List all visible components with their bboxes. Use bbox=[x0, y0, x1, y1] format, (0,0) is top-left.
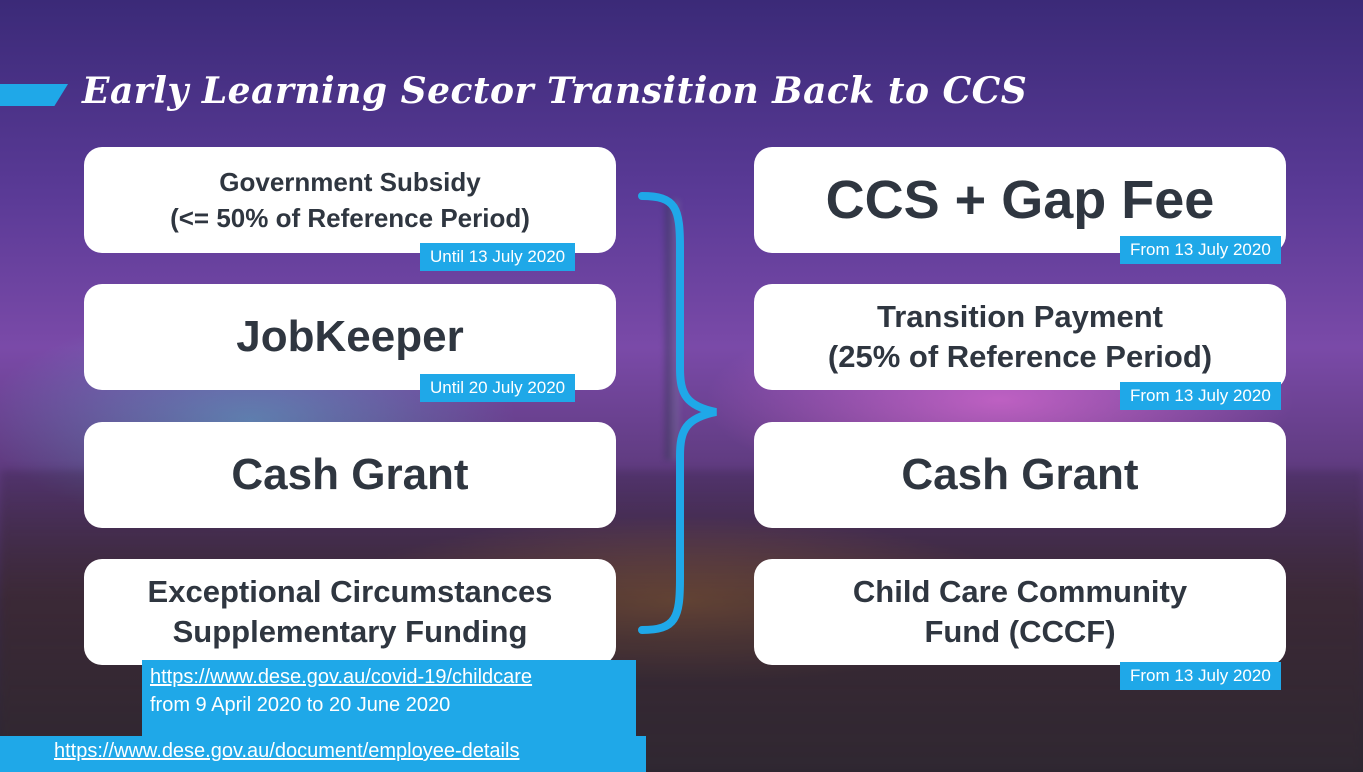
transition-line1: Transition Payment bbox=[877, 299, 1163, 334]
card-government-subsidy: Government Subsidy (<= 50% of Reference … bbox=[84, 147, 616, 253]
title-accent-bar bbox=[0, 84, 68, 106]
card-cccf: Child Care Community Fund (CCCF) bbox=[754, 559, 1286, 665]
subsidy-line1: Government Subsidy bbox=[219, 167, 481, 197]
card-cash-grant-left: Cash Grant bbox=[84, 422, 616, 528]
card-cash-grant-right: Cash Grant bbox=[754, 422, 1286, 528]
tag-cccf-from: From 13 July 2020 bbox=[1120, 662, 1281, 690]
exceptional-line1: Exceptional Circumstances bbox=[147, 574, 553, 609]
card-ccs-gap-fee: CCS + Gap Fee bbox=[754, 147, 1286, 253]
flagpole-background bbox=[665, 200, 679, 460]
childcare-link-box bbox=[142, 660, 636, 736]
cccf-line2: Fund (CCCF) bbox=[924, 614, 1116, 649]
tag-jobkeeper-until: Until 20 July 2020 bbox=[420, 374, 576, 402]
card-transition-payment: Transition Payment (25% of Reference Per… bbox=[754, 284, 1286, 390]
card-jobkeeper: JobKeeper bbox=[84, 284, 616, 390]
brace-path bbox=[638, 192, 717, 634]
subsidy-line2: (<= 50% of Reference Period) bbox=[170, 203, 530, 233]
tag-transition-from: From 13 July 2020 bbox=[1120, 382, 1281, 410]
employee-link-box bbox=[0, 736, 646, 772]
jobkeeper-label: JobKeeper bbox=[236, 312, 464, 361]
curly-brace bbox=[638, 192, 717, 634]
cash-grant-left-label: Cash Grant bbox=[231, 450, 469, 499]
exceptional-line2: Supplementary Funding bbox=[172, 614, 528, 649]
childcare-link[interactable]: https://www.dese.gov.au/covid-19/childca… bbox=[150, 666, 533, 688]
transition-line2: (25% of Reference Period) bbox=[827, 339, 1213, 374]
card-exceptional-circumstances: Exceptional Circumstances Supplementary … bbox=[84, 559, 616, 665]
childcare-dates: from 9 April 2020 to 20 June 2020 bbox=[150, 694, 451, 716]
employee-details-link[interactable]: https://www.dese.gov.au/document/employe… bbox=[54, 740, 520, 762]
slide-title: Early Learning Sector Transition Back to… bbox=[82, 70, 1028, 112]
ccs-gap-label: CCS + Gap Fee bbox=[825, 170, 1215, 230]
tag-subsidy-until: Until 13 July 2020 bbox=[420, 243, 576, 271]
cash-grant-right-label: Cash Grant bbox=[901, 450, 1139, 499]
cccf-line1: Child Care Community bbox=[852, 574, 1188, 609]
tag-ccs-from: From 13 July 2020 bbox=[1120, 236, 1281, 264]
